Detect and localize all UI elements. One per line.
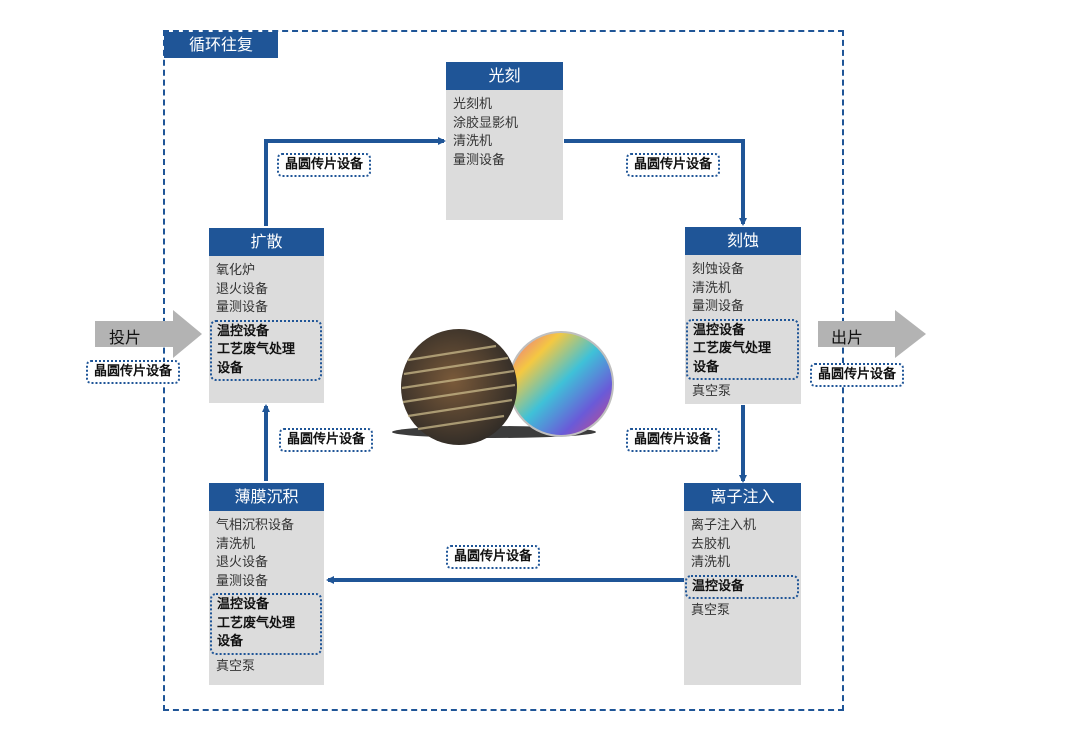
- stage-title: 刻蚀: [685, 227, 801, 255]
- equipment-item: 真空泵: [216, 658, 256, 674]
- equipment-item: 工艺废气处理: [217, 615, 296, 631]
- highlighted-equipment-group: 温控设备 工艺废气处理 设备: [210, 593, 322, 655]
- equipment-item: 清洗机: [692, 280, 732, 296]
- equipment-item: 刻蚀设备: [692, 262, 745, 277]
- input-label: 投片: [109, 328, 142, 347]
- equipment-item: 设备: [217, 634, 244, 649]
- equipment-item: 退火设备: [216, 281, 269, 297]
- transfer-badge: 晶圆传片设备: [810, 363, 905, 387]
- wafer-illustration: [392, 329, 614, 445]
- arrow-litho-to-etch: [564, 139, 747, 226]
- equipment-item: 气相沉积设备: [216, 518, 295, 533]
- equipment-item: 量测设备: [453, 152, 506, 168]
- output-label: 出片: [831, 328, 864, 347]
- equipment-item: 温控设备: [217, 597, 270, 612]
- stage-title: 扩散: [209, 228, 324, 256]
- transfer-badge: 晶圆传片设备: [446, 545, 541, 569]
- stage-title: 离子注入: [684, 483, 801, 511]
- equipment-item: 工艺废气处理: [217, 342, 296, 357]
- stage-ion-implant: 离子注入 离子注入机 去胶机 清洗机 温控设备 真空泵: [684, 483, 801, 685]
- equipment-item: 离子注入机: [691, 518, 757, 533]
- equipment-item: 光刻机: [453, 97, 493, 112]
- highlighted-equipment-group: 温控设备: [685, 574, 799, 599]
- stage-etching: 刻蚀 刻蚀设备 清洗机 量测设备 温控设备 工艺废气处理 设备 真空泵: [685, 227, 801, 404]
- equipment-item: 设备: [217, 360, 244, 376]
- cycle-label: 循环往复: [164, 32, 278, 58]
- equipment-item: 温控设备: [693, 322, 746, 338]
- stage-thin-film: 薄膜沉积 气相沉积设备 清洗机 退火设备 量测设备 温控设备 工艺废气处理 设备…: [209, 483, 324, 685]
- equipment-item: 真空泵: [691, 603, 731, 618]
- arrow-diffusion-to-litho: [264, 137, 446, 226]
- equipment-item: 氧化炉: [216, 263, 256, 278]
- equipment-item: 量测设备: [216, 573, 269, 589]
- transfer-badge: 晶圆传片设备: [277, 153, 372, 177]
- equipment-item: 温控设备: [692, 578, 745, 594]
- equipment-item: 工艺废气处理: [693, 341, 772, 356]
- equipment-item: 真空泵: [692, 384, 732, 399]
- stage-title: 薄膜沉积: [209, 483, 324, 511]
- stage-diffusion: 扩散 氧化炉 退火设备 量测设备 温控设备 工艺废气处理 设备: [209, 228, 324, 403]
- equipment-item: 清洗机: [216, 536, 256, 552]
- equipment-item: 量测设备: [216, 300, 269, 315]
- stage-title: 光刻: [446, 62, 563, 90]
- equipment-item: 清洗机: [691, 555, 731, 570]
- transfer-badge: 晶圆传片设备: [279, 428, 374, 452]
- transfer-badge: 晶圆传片设备: [626, 153, 721, 177]
- highlighted-equipment-group: 温控设备 工艺废气处理 设备: [210, 319, 322, 381]
- highlighted-equipment-group: 温控设备 工艺废气处理 设备: [686, 318, 799, 380]
- input-arrow: [95, 310, 202, 358]
- equipment-item: 去胶机: [691, 536, 731, 552]
- transfer-badge: 晶圆传片设备: [86, 360, 181, 384]
- equipment-item: 量测设备: [692, 299, 745, 314]
- equipment-item: 清洗机: [453, 134, 493, 149]
- equipment-item: 退火设备: [216, 555, 269, 570]
- equipment-item: 涂胶显影机: [453, 115, 519, 131]
- stage-photolithography: 光刻 光刻机 涂胶显影机 清洗机 量测设备: [446, 62, 563, 220]
- transfer-badge: 晶圆传片设备: [626, 428, 721, 452]
- equipment-item: 温控设备: [217, 323, 270, 339]
- output-arrow: [818, 310, 926, 358]
- equipment-item: 设备: [693, 359, 720, 375]
